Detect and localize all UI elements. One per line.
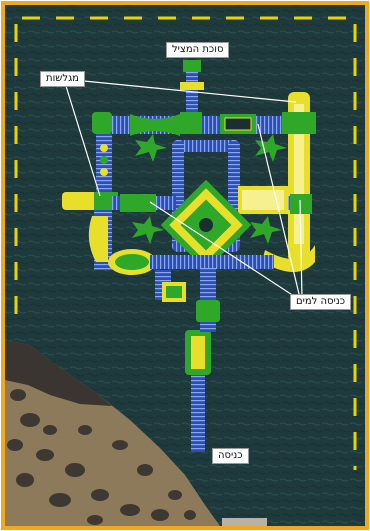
lifeguard-hut bbox=[183, 60, 201, 72]
label-slides: מגלשות bbox=[40, 71, 85, 87]
entrance-pier bbox=[191, 370, 205, 452]
label-entrance: כניסה bbox=[212, 448, 249, 464]
label-lifeguard-post: סוכת המציל bbox=[166, 42, 229, 58]
label-water-entry: כניסה למים bbox=[290, 294, 351, 310]
